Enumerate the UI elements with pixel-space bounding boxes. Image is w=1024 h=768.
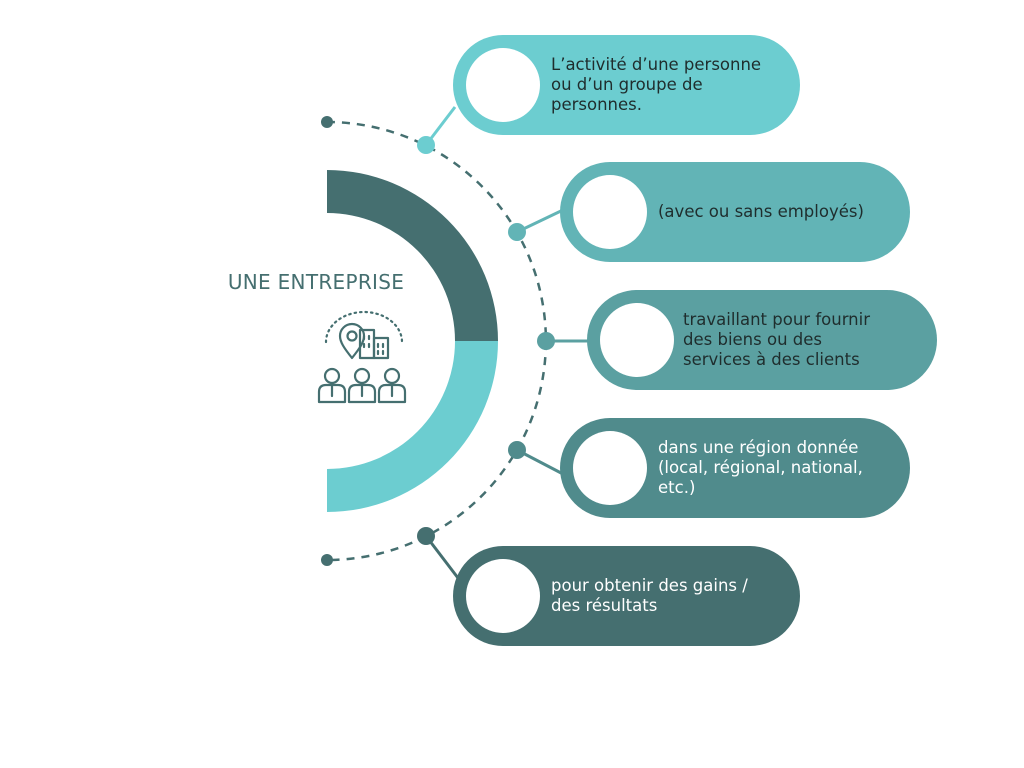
item-pill-3: travaillant pour fournir des biens ou de…	[587, 290, 937, 390]
business-people-location-icon	[317, 310, 407, 404]
connector-dot-5	[417, 527, 435, 545]
arc-end-dot-bottom	[321, 554, 333, 566]
connector-dot-3	[537, 332, 555, 350]
item-circle-4	[573, 431, 647, 505]
arc-end-dot-top	[321, 116, 333, 128]
item-pill-5: pour obtenir des gains / des résultats	[453, 546, 800, 646]
item-text-4: dans une région donnée (local, régional,…	[658, 438, 863, 497]
item-circle-2	[573, 175, 647, 249]
item-text-3: travaillant pour fournir des biens ou de…	[683, 310, 871, 369]
connector-dot-1	[417, 136, 435, 154]
item-circle-1	[466, 48, 540, 122]
item-circle-3	[600, 303, 674, 377]
item-pill-2: (avec ou sans employés)	[560, 162, 910, 262]
connector-dot-4	[508, 441, 526, 459]
item-circle-5	[466, 559, 540, 633]
item-text-5: pour obtenir des gains / des résultats	[551, 576, 748, 615]
half-ring-upper	[327, 170, 498, 341]
item-text-1: L’activité d’une personne ou d’un groupe…	[551, 55, 762, 114]
item-pill-1: L’activité d’une personne ou d’un groupe…	[453, 35, 800, 135]
item-pill-4: dans une région donnée (local, régional,…	[560, 418, 910, 518]
item-text-2: (avec ou sans employés)	[658, 202, 864, 221]
half-ring-lower	[327, 341, 498, 512]
diagram-title: UNE ENTREPRISE	[227, 270, 405, 294]
connector-dot-2	[508, 223, 526, 241]
